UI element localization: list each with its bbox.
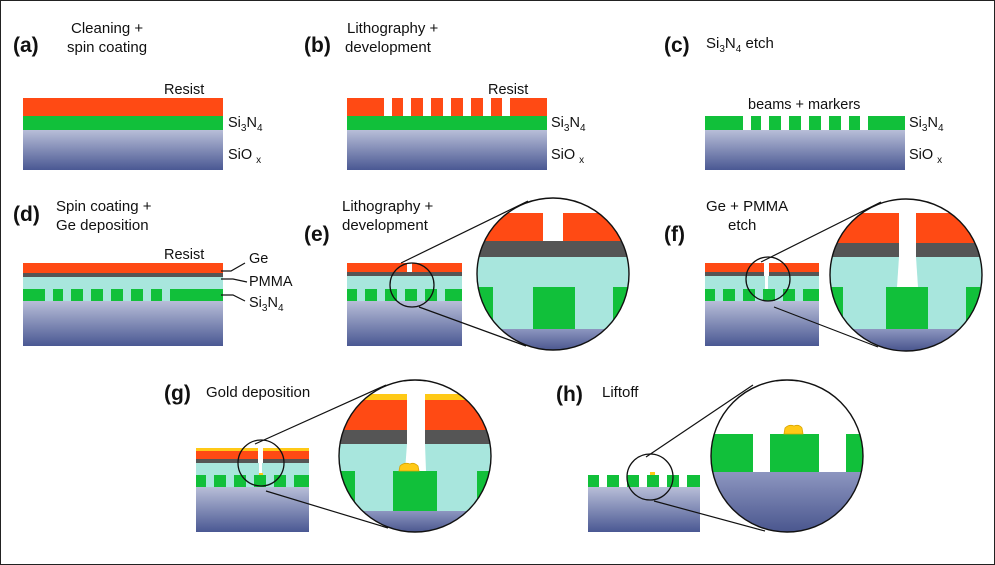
magnifier-circle: [829, 198, 983, 352]
etched-nitride: [705, 116, 905, 130]
panel-e-title-line1: Lithography +: [342, 198, 434, 215]
panel-a-resist-label: Resist: [164, 82, 204, 98]
panel-f: (f) Ge + PMMA etch: [664, 198, 983, 352]
panel-a: (a) Cleaning + spin coating Resist Si3N4…: [13, 20, 263, 170]
panel-d: (d) Spin coating + Ge deposition Resist …: [13, 198, 293, 346]
pmma-layer: [196, 463, 309, 475]
ge-layer: [196, 459, 258, 463]
panel-c-nitride-label: Si3N4: [909, 115, 944, 134]
zoom-lines: [645, 384, 766, 532]
oxide-substrate: [23, 130, 223, 170]
panel-f-title-line2: etch: [728, 217, 756, 234]
panel-b-title-line1: Lithography +: [347, 20, 439, 37]
panel-a-title-line2: spin coating: [67, 39, 147, 56]
oxide-substrate: [347, 301, 462, 346]
zoom-region-circle: [237, 439, 285, 487]
panel-c: (c) Si3N4 etch beams + markers Si3N4 SiO…: [664, 34, 944, 170]
pmma-layer: [705, 276, 819, 289]
gold-layer: [196, 448, 258, 451]
nitride-beams: [588, 475, 700, 487]
zoom-region-circle: [626, 453, 674, 501]
zoom-lines: [760, 201, 882, 348]
panel-d-nitride-label: Si3N4: [249, 295, 284, 314]
oxide-substrate: [705, 130, 905, 170]
nitride-layer: [347, 116, 547, 130]
resist-layer: [23, 263, 223, 273]
panel-c-tag: (c): [664, 34, 690, 57]
nitride-beams-in-pmma: [23, 289, 223, 301]
panel-h-title: Liftoff: [602, 384, 639, 401]
oxide-substrate: [588, 487, 700, 532]
panel-f-title-line1: Ge + PMMA: [706, 198, 788, 215]
resist-layer: [196, 451, 258, 459]
panel-h-tag: (h): [556, 383, 583, 406]
panel-d-tag: (d): [13, 203, 40, 226]
nitride-beams: [196, 475, 309, 487]
panel-b-resist-label: Resist: [488, 82, 528, 98]
magnified-view: [711, 380, 863, 532]
panel-e-title-line2: development: [342, 217, 429, 234]
panel-e: (e) Lithography + development: [304, 197, 630, 351]
panel-e-tag: (e): [304, 223, 330, 246]
panel-g: (g) Gold deposition: [164, 379, 492, 533]
panel-d-title-line2: Ge deposition: [56, 217, 149, 234]
pmma-layer: [23, 277, 223, 289]
panel-c-beams-label: beams + markers: [748, 97, 860, 113]
panel-b-tag: (b): [304, 34, 331, 57]
layer-callout-lines: [221, 262, 248, 302]
panel-g-title: Gold deposition: [206, 384, 310, 401]
panel-d-ge-label: Ge: [249, 251, 268, 267]
oxide-substrate: [705, 301, 819, 346]
patterned-resist: [347, 98, 547, 116]
zoom-lines: [254, 384, 389, 529]
panel-b-title-line2: development: [345, 39, 432, 56]
panel-c-title: Si3N4 etch: [706, 35, 774, 55]
nitride-beams: [347, 289, 462, 301]
panel-d-title-line1: Spin coating +: [56, 198, 152, 215]
nitride-layer: [23, 116, 223, 130]
panel-d-pmma-label: PMMA: [249, 274, 293, 290]
panel-g-tag: (g): [164, 382, 191, 405]
resist-layer: [23, 98, 223, 116]
magnifier-circle: [710, 379, 864, 533]
oxide-substrate: [196, 487, 309, 532]
ge-layer: [347, 272, 462, 276]
gold-marker: [650, 472, 655, 475]
panel-f-tag: (f): [664, 223, 685, 246]
panel-b: (b) Lithography + development Resist Si3…: [304, 20, 586, 170]
magnifier-circle: [476, 197, 630, 351]
magnifier-circle: [338, 379, 492, 533]
panel-a-tag: (a): [13, 34, 39, 57]
panel-h: (h) Liftoff: [556, 379, 864, 533]
resist-layer: [347, 263, 407, 272]
zoom-region-circle: [389, 262, 435, 308]
oxide-substrate: [347, 130, 547, 170]
resist-layer: [705, 263, 764, 272]
nitride-beams: [705, 289, 819, 301]
panel-b-nitride-label: Si3N4: [551, 115, 586, 134]
magnified-view: [339, 380, 491, 532]
oxide-substrate: [23, 301, 223, 346]
panel-a-title-line1: Cleaning +: [71, 20, 143, 37]
zoom-region-circle: [745, 256, 791, 302]
ge-layer: [705, 272, 764, 276]
pmma-layer: [347, 276, 462, 289]
panel-d-resist-label: Resist: [164, 247, 204, 263]
panel-a-nitride-label: Si3N4: [228, 115, 263, 134]
ge-layer: [23, 273, 223, 277]
zoom-lines: [400, 200, 529, 347]
